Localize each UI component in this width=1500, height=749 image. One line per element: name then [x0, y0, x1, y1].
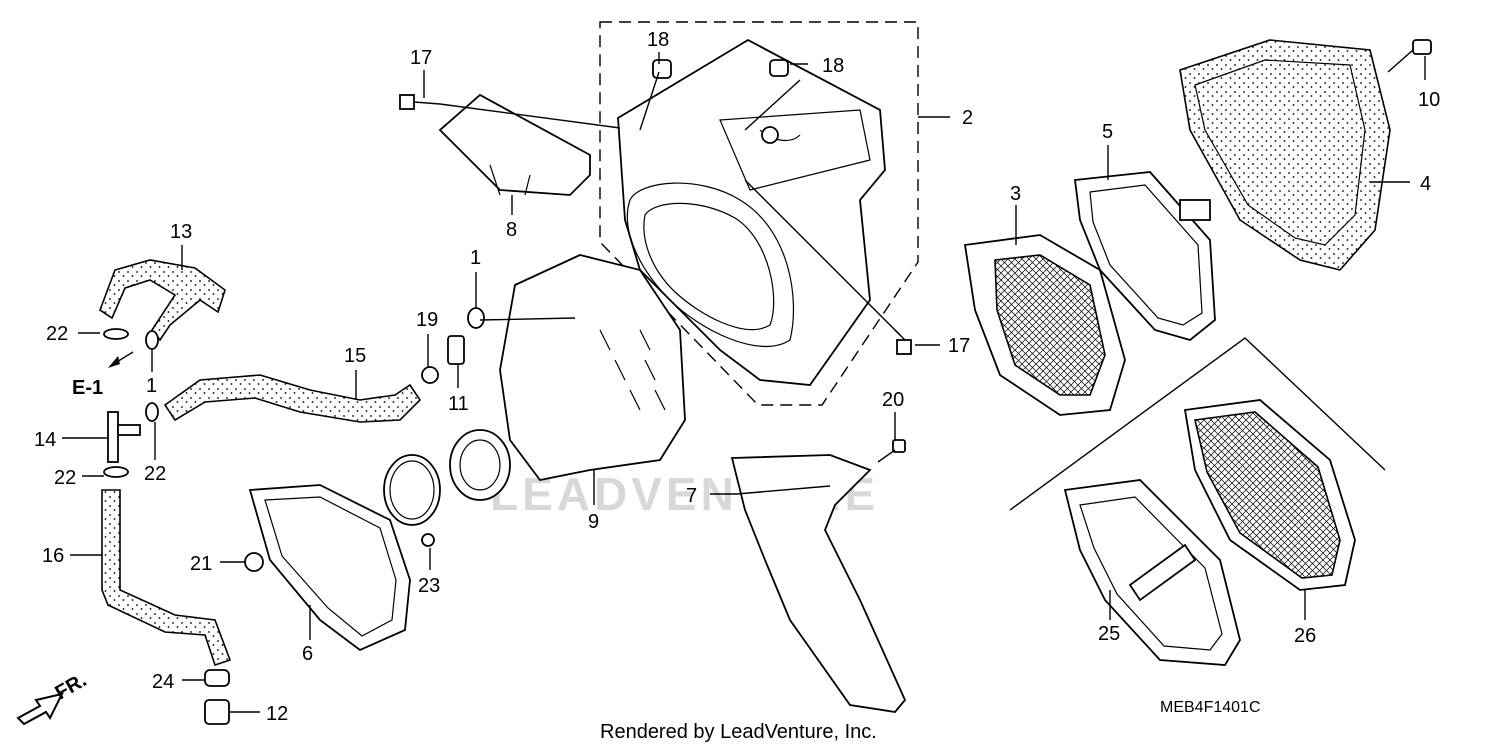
fitting-11: [447, 335, 465, 365]
gasket: [248, 484, 411, 652]
front-arrow-icon: [16, 692, 64, 726]
label-17-lower: 17: [948, 335, 970, 357]
label-25: 25: [1098, 623, 1120, 645]
screw: [877, 439, 906, 463]
element-26: [1183, 399, 1356, 591]
label-1-right: 1: [470, 247, 481, 269]
clamp-band: [383, 454, 441, 547]
air-funnel: [449, 254, 686, 501]
callout-outline: [1009, 337, 1386, 511]
label-17-upper: 17: [410, 47, 432, 69]
clip-22b: [103, 466, 129, 478]
label-11: 11: [448, 393, 469, 415]
label-10: 10: [1418, 89, 1440, 111]
label-21: 21: [190, 553, 212, 575]
label-12: 12: [266, 703, 288, 725]
element-holder: [963, 234, 1126, 416]
label-1-left: 1: [146, 375, 157, 397]
label-22-mid: 22: [144, 463, 166, 485]
breather-hose-13: [99, 259, 226, 342]
grommet-18-right: [769, 59, 789, 77]
label-26: 26: [1294, 625, 1316, 647]
plug-12: [204, 699, 230, 725]
element-frame: [1073, 171, 1216, 341]
label-9: 9: [588, 511, 599, 533]
diagram-code: MEB4F1401C: [1160, 699, 1261, 716]
mud-guard: [730, 454, 907, 713]
air-cleaner-case: [617, 38, 886, 386]
bolt-17-lower: [894, 329, 912, 355]
label-24: 24: [152, 671, 174, 693]
clip-1b: [145, 402, 159, 422]
e1-arrow-icon: [108, 351, 134, 368]
dashed-assembly-outline: [599, 21, 919, 406]
t-joint: [107, 411, 141, 463]
breather-hose-15: [163, 374, 422, 423]
clip-22a: [103, 328, 129, 340]
grommet-18-left: [652, 59, 672, 79]
label-5: 5: [1102, 121, 1113, 143]
rendered-by-footer: Rendered by LeadVenture, Inc.: [600, 721, 877, 743]
clip-24: [204, 669, 230, 687]
label-20: 20: [882, 389, 904, 411]
label-22-top: 22: [46, 323, 68, 345]
label-6: 6: [302, 643, 313, 665]
label-18-left: 18: [647, 29, 669, 51]
label-13: 13: [170, 221, 192, 243]
nut: [244, 552, 264, 572]
label-23: 23: [418, 575, 440, 597]
label-16: 16: [42, 545, 64, 567]
label-4: 4: [1420, 173, 1431, 195]
label-22-bottom: 22: [54, 467, 76, 489]
leader-lines: [62, 52, 1426, 713]
label-2: 2: [962, 107, 973, 129]
drain-hose-16: [101, 489, 232, 667]
label-e1: E-1: [72, 377, 103, 399]
label-8: 8: [506, 219, 517, 241]
label-14: 14: [34, 429, 56, 451]
label-15: 15: [344, 345, 366, 367]
clip-1c: [467, 307, 485, 329]
label-3: 3: [1010, 183, 1021, 205]
label-7: 7: [686, 485, 697, 507]
clip-19: [421, 366, 439, 384]
wing-bolt: [1387, 39, 1432, 73]
label-19: 19: [416, 309, 438, 331]
holder-25: [1063, 479, 1241, 666]
bolt-17-upper: [399, 94, 441, 110]
clip-1a: [145, 330, 159, 350]
air-filter-element: [1179, 39, 1391, 271]
mounting-bracket: [438, 93, 591, 196]
label-18-right: 18: [822, 55, 844, 77]
